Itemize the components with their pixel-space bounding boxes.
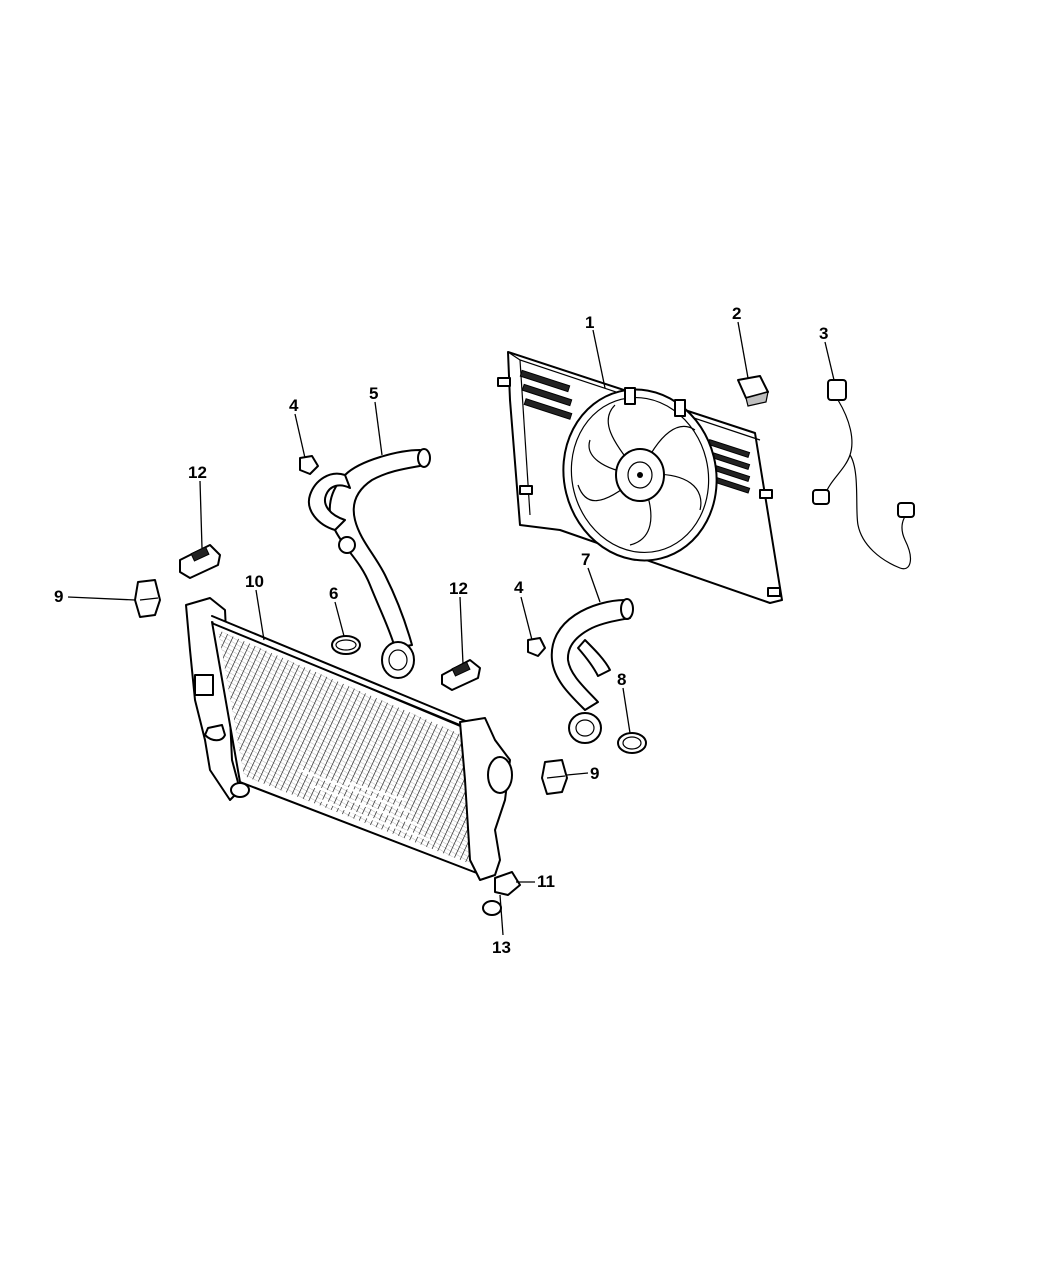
callout-4-lower: 4	[514, 578, 524, 597]
callout-1: 1	[585, 313, 594, 332]
callout-13: 13	[492, 938, 511, 957]
hose-clip-lower	[527, 637, 546, 657]
fan-wiring-harness	[812, 379, 915, 570]
callout-5: 5	[369, 384, 378, 403]
fan-connector-module	[737, 375, 769, 407]
callout-2: 2	[732, 304, 741, 323]
callout-7: 7	[581, 550, 590, 569]
callout-12-right: 12	[449, 579, 468, 598]
radiator-isolator-right	[541, 759, 568, 795]
hose-clamp-upper	[331, 635, 361, 655]
callout-12-left: 12	[188, 463, 207, 482]
lower-radiator-hose	[550, 598, 634, 744]
callout-8: 8	[617, 670, 626, 689]
callout-6: 6	[329, 584, 338, 603]
radiator	[185, 597, 513, 916]
callout-3: 3	[819, 324, 828, 343]
upper-radiator-hose	[307, 448, 431, 679]
drain-fitting	[494, 871, 521, 896]
radiator-bracket-left	[179, 544, 221, 579]
callout-labels: 1 2 3 4 4 5 6 7 8 9 9 10 11 12 12 13	[54, 304, 828, 957]
radiator-bracket-right	[441, 659, 481, 691]
fan-shroud-assembly	[497, 351, 783, 604]
callout-11: 11	[537, 872, 555, 891]
hose-clip-upper	[299, 455, 319, 475]
callout-9-left: 9	[54, 587, 63, 606]
radiator-isolator-left	[134, 579, 161, 618]
callout-4-upper: 4	[289, 396, 299, 415]
callout-9-right: 9	[590, 764, 599, 783]
leader-lines	[67, 321, 835, 936]
hose-clamp-lower	[617, 732, 647, 754]
callout-10: 10	[245, 572, 264, 591]
